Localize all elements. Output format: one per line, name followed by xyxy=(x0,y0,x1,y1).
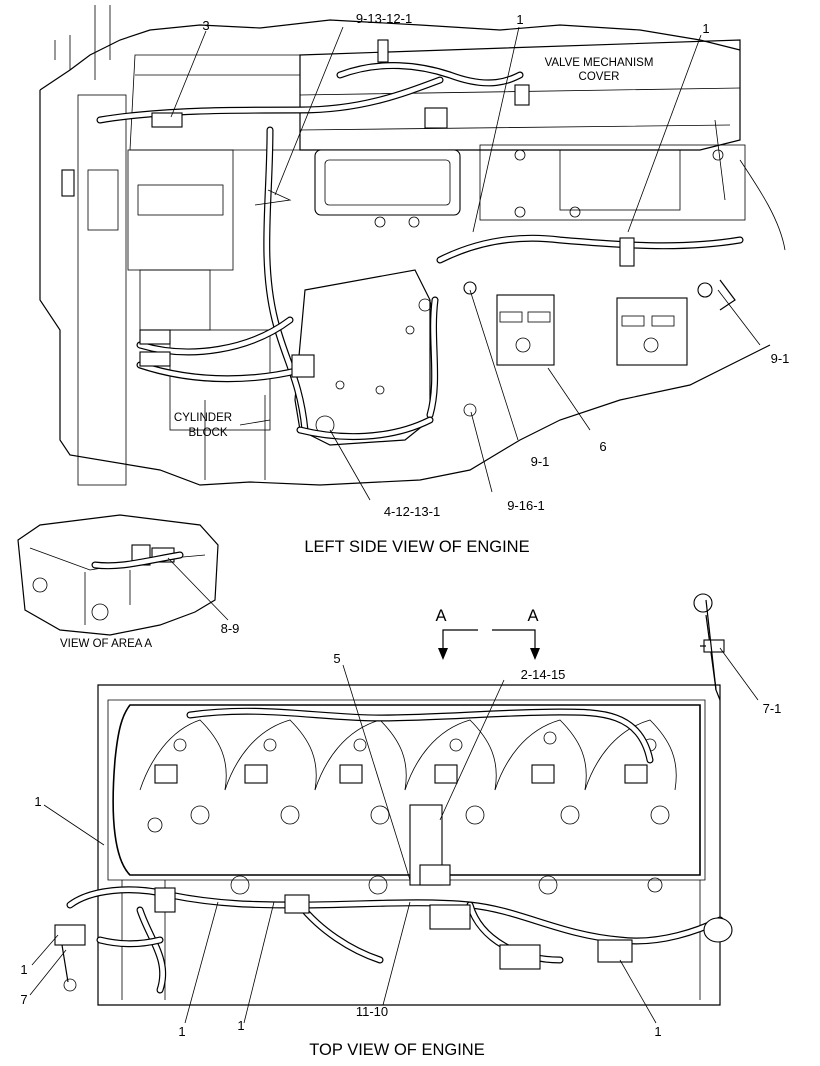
area-a-caption: VIEW OF AREA A xyxy=(60,638,152,650)
callout-1-bottom-a: 1 xyxy=(178,1024,185,1039)
top-view-caption: TOP VIEW OF ENGINE xyxy=(309,1041,484,1059)
area-a-inset-drawing xyxy=(17,514,229,636)
callout-1-left-bottom: 1 xyxy=(20,962,27,977)
callout-7: 7 xyxy=(20,992,27,1007)
callout-1-top-center: 1 xyxy=(516,12,523,27)
callout-9-1-mid: 9-1 xyxy=(531,454,550,469)
callout-6: 6 xyxy=(599,439,606,454)
section-labels: A A xyxy=(435,607,538,625)
top-view-labels: 5 2-14-15 7-1 1 1 7 1 1 11-10 1 TOP VIEW… xyxy=(20,651,781,1059)
callout-1-bottom-b: 1 xyxy=(237,1018,244,1033)
callout-11-10: 11-10 xyxy=(356,1004,388,1019)
top-view-drawing xyxy=(54,593,733,1006)
callout-3: 3 xyxy=(202,18,209,33)
section-arrows xyxy=(438,629,540,660)
callout-8-9: 8-9 xyxy=(221,621,240,636)
area-a-labels: 8-9 VIEW OF AREA A xyxy=(60,621,239,650)
cylinder-block-label-line2: BLOCK xyxy=(189,427,228,439)
left-view-caption: LEFT SIDE VIEW OF ENGINE xyxy=(304,538,529,556)
section-label-a-left: A xyxy=(435,607,446,625)
valve-cover-label-line1: VALVE MECHANISM xyxy=(545,57,654,69)
injector-row xyxy=(139,719,677,895)
left-view-labels: VALVE MECHANISM COVER CYLINDER BLOCK 3 9… xyxy=(174,11,789,556)
valve-cover-label-line2: COVER xyxy=(579,71,620,83)
callout-1-top-right: 1 xyxy=(702,21,709,36)
cylinder-block-label-line1: CYLINDER xyxy=(174,412,232,424)
top-view-leader-lines xyxy=(29,647,759,1024)
callout-2-14-15: 2-14-15 xyxy=(521,667,566,682)
callout-9-16-1: 9-16-1 xyxy=(507,498,545,513)
callout-7-1: 7-1 xyxy=(763,701,782,716)
callout-1-left-top: 1 xyxy=(34,794,41,809)
callout-1-bottom-right: 1 xyxy=(654,1024,661,1039)
left-side-view-drawing xyxy=(39,5,786,486)
callout-9-13-12-1: 9-13-12-1 xyxy=(356,11,412,26)
callout-5: 5 xyxy=(333,651,340,666)
section-label-a-right: A xyxy=(527,607,538,625)
callout-4-12-13-1: 4-12-13-1 xyxy=(384,504,440,519)
callout-9-1-right: 9-1 xyxy=(771,351,790,366)
left-view-leader-lines xyxy=(170,26,761,501)
